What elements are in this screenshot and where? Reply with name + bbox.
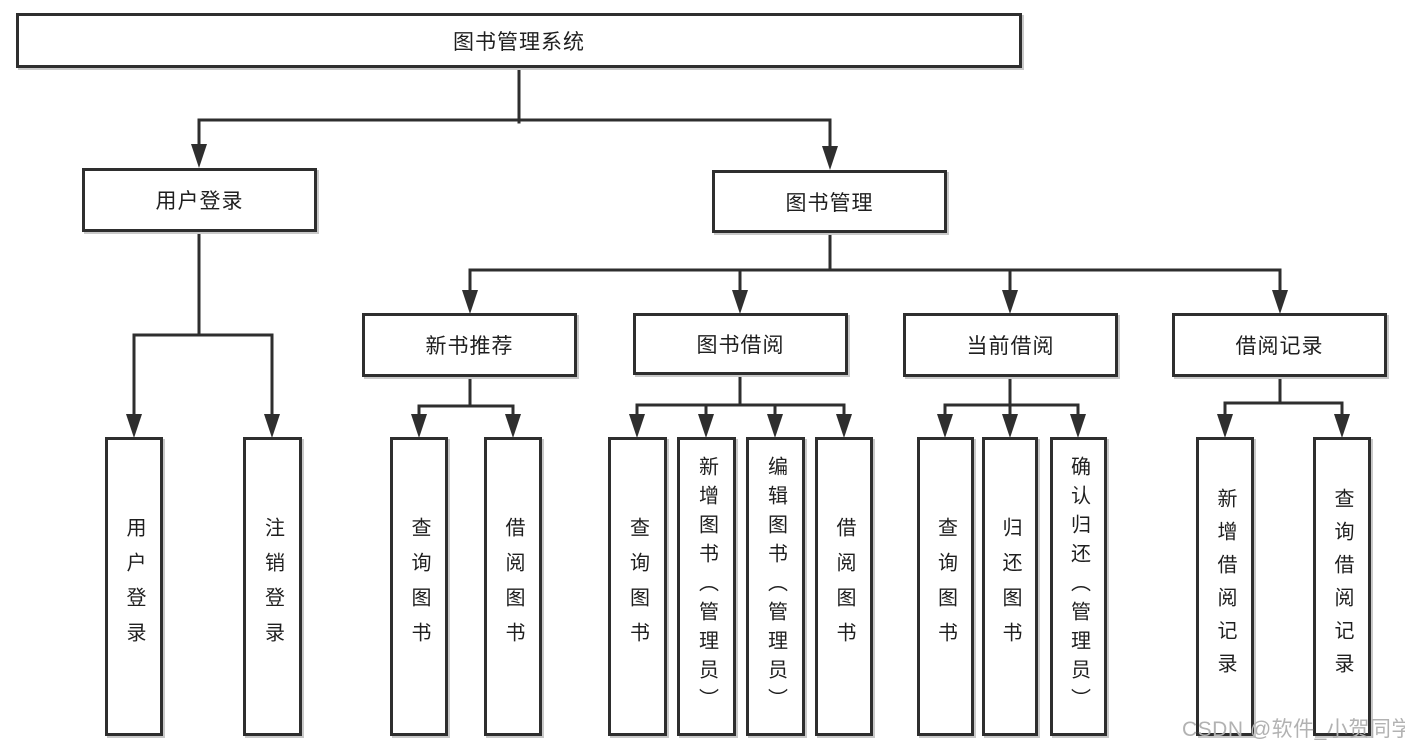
leaf-recommend-borrow-book: 借阅图书 <box>484 437 542 736</box>
leaf-current-return-book: 归还图书 <box>982 437 1038 736</box>
arrow-icon <box>1070 414 1086 438</box>
arrow-icon <box>937 414 953 438</box>
arrow-icon <box>1217 414 1233 438</box>
arrow-icon <box>629 414 645 438</box>
leaf-records-query-record: 查询借阅记录 <box>1313 437 1371 736</box>
node-user-login: 用户登录 <box>82 168 317 232</box>
arrow-icon <box>1002 290 1018 314</box>
leaf-current-query-book: 查询图书 <box>917 437 974 736</box>
arrow-icon <box>822 146 838 170</box>
arrow-icon <box>505 414 521 438</box>
leaf-current-confirm-return-admin: 确认归还（管理员） <box>1050 437 1107 736</box>
node-current-borrow: 当前借阅 <box>903 313 1118 377</box>
arrow-icon <box>126 414 142 438</box>
leaf-borrow-add-book-admin: 新增图书（管理员） <box>677 437 736 736</box>
watermark: CSDN @软件_小贺同学 <box>1182 718 1405 741</box>
leaf-user-login: 用户登录 <box>105 437 163 736</box>
arrow-icon <box>767 414 783 438</box>
node-new-book-recommend: 新书推荐 <box>362 313 577 377</box>
arrow-icon <box>1272 290 1288 314</box>
leaf-borrow-query-book: 查询图书 <box>608 437 667 736</box>
connector-lines <box>132 66 1344 420</box>
leaf-recommend-query-book: 查询图书 <box>390 437 448 736</box>
leaf-records-add-record: 新增借阅记录 <box>1196 437 1254 736</box>
arrow-icon <box>462 290 478 314</box>
arrow-icon <box>191 144 207 168</box>
leaf-logout: 注销登录 <box>243 437 302 736</box>
arrowheads <box>126 144 1350 438</box>
arrow-icon <box>836 414 852 438</box>
leaf-borrow-borrow-book: 借阅图书 <box>815 437 873 736</box>
leaf-borrow-edit-book-admin: 编辑图书（管理员） <box>746 437 805 736</box>
arrow-icon <box>698 414 714 438</box>
arrow-icon <box>264 414 280 438</box>
node-book-borrow: 图书借阅 <box>633 313 848 375</box>
arrow-icon <box>411 414 427 438</box>
node-book-management: 图书管理 <box>712 170 947 233</box>
node-borrow-records: 借阅记录 <box>1172 313 1387 377</box>
arrow-icon <box>732 290 748 314</box>
arrow-icon <box>1334 414 1350 438</box>
node-root-system: 图书管理系统 <box>16 13 1022 68</box>
arrow-icon <box>1002 414 1018 438</box>
